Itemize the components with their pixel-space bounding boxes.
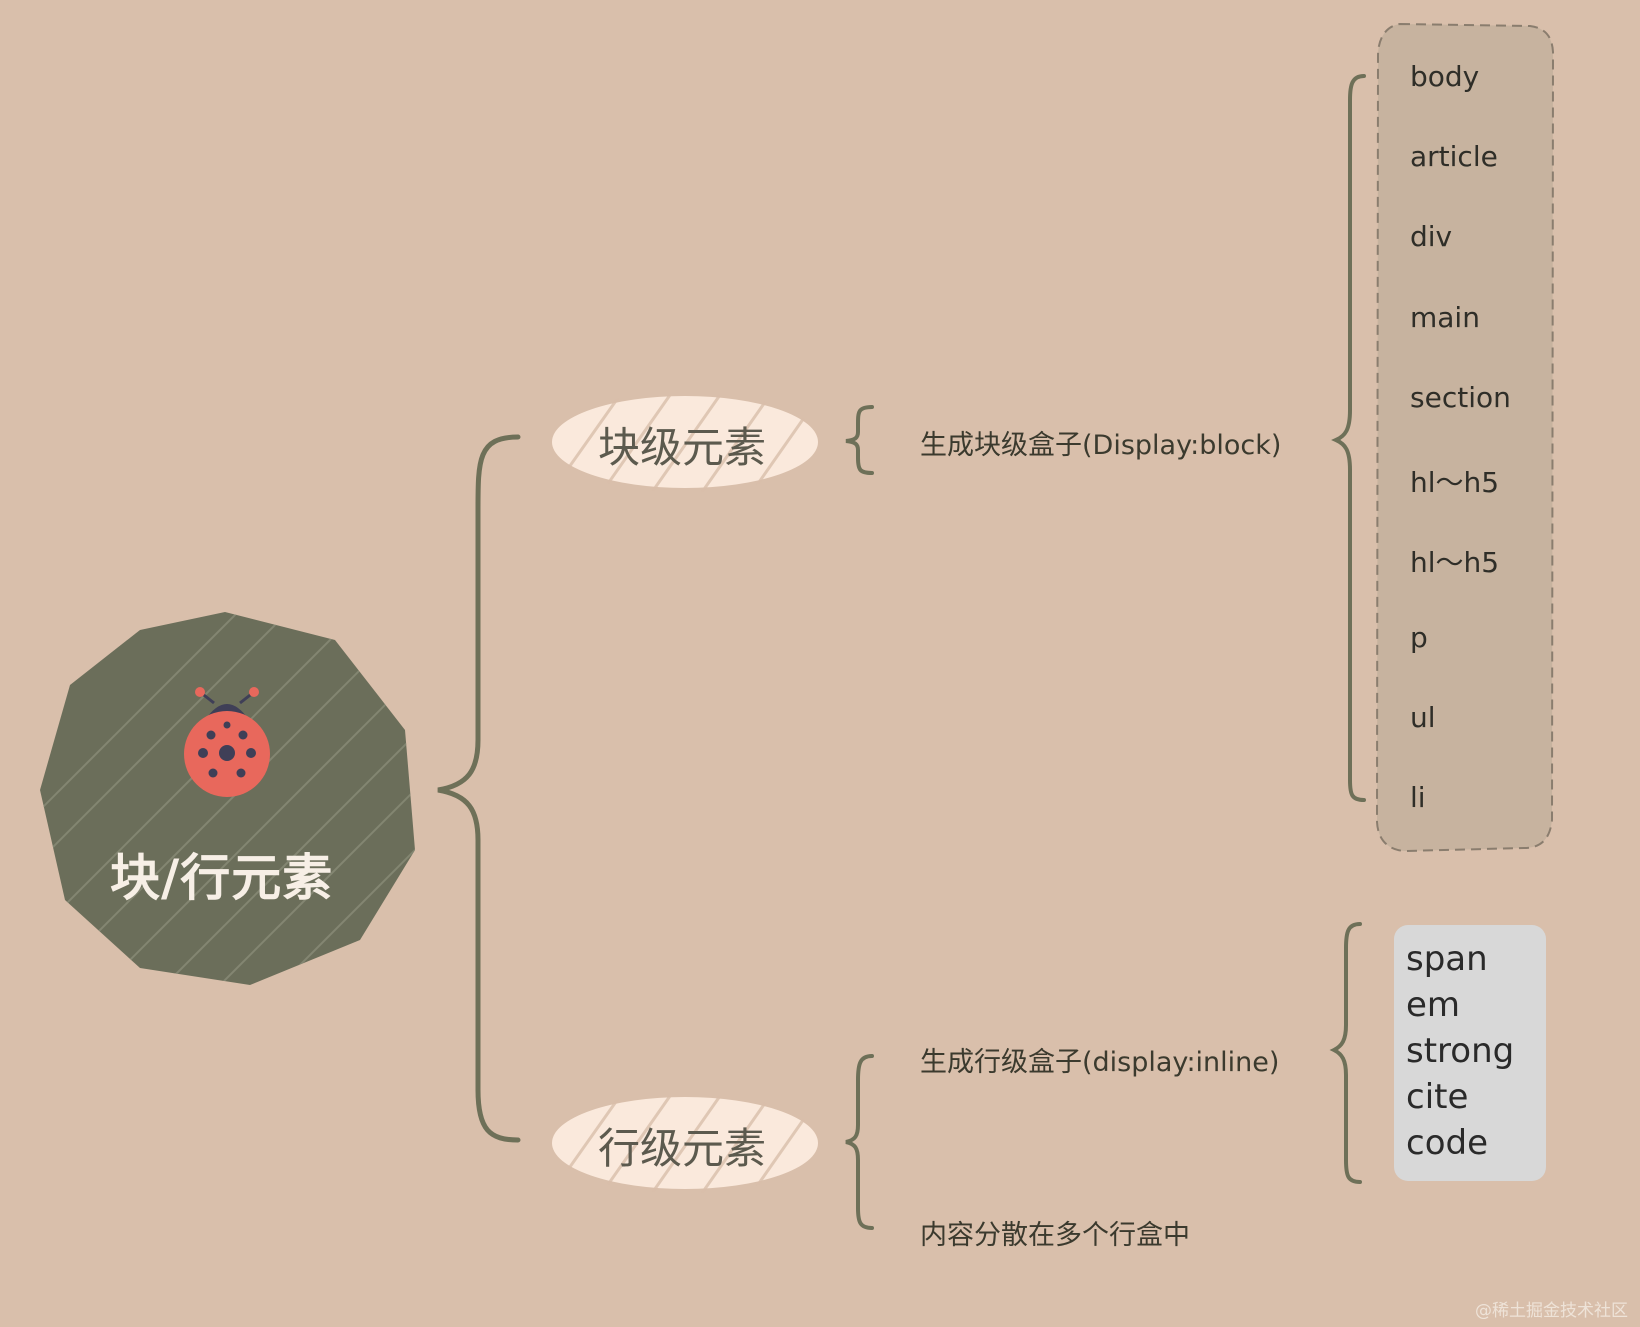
list-item: strong <box>1406 1031 1515 1071</box>
list-item: body <box>1410 60 1480 93</box>
list-item: p <box>1410 621 1428 654</box>
root-node <box>40 612 415 985</box>
watermark: @稀土掘金技术社区 <box>1475 1301 1628 1321</box>
inline-category-label: 行级元素 <box>598 1124 767 1173</box>
inline-list-box: span em strong cite code <box>1394 925 1546 1181</box>
block-category-label: 块级元素 <box>598 423 767 472</box>
list-item: hl～h5 <box>1410 546 1500 579</box>
list-item: ul <box>1410 701 1436 734</box>
inline-bracket <box>845 1054 874 1230</box>
list-item: main <box>1410 301 1480 334</box>
list-item: cite <box>1406 1077 1469 1117</box>
block-list-box <box>1375 22 1555 853</box>
block-description: 生成块级盒子(Display:block) <box>920 430 1282 461</box>
list-item: div <box>1410 220 1453 253</box>
list-item: li <box>1410 781 1426 814</box>
list-item: em <box>1406 985 1461 1025</box>
list-item: hl～h5 <box>1410 466 1500 499</box>
inline-description-1: 生成行级盒子(display:inline) <box>920 1047 1280 1078</box>
inline-description-2: 内容分散在多个行盒中 <box>920 1220 1190 1251</box>
root-label: 块/行元素 <box>110 849 334 907</box>
ladybug-icon <box>184 687 270 797</box>
block-bracket <box>845 405 874 475</box>
inline-category-node <box>552 1095 820 1193</box>
block-list-bracket <box>1331 74 1366 802</box>
list-item: section <box>1410 381 1511 414</box>
list-item: code <box>1406 1123 1488 1163</box>
root-bracket <box>437 434 521 1143</box>
list-item: span <box>1406 939 1488 979</box>
inline-list-bracket <box>1329 922 1362 1184</box>
list-item: article <box>1410 140 1498 173</box>
